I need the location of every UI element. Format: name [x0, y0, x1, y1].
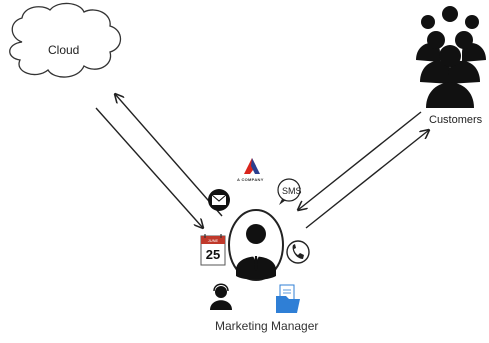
- brand-logo-icon: [244, 158, 260, 174]
- cloud-manager-arrows: [95, 94, 223, 228]
- phone-icon: [286, 240, 310, 264]
- cloud-label: Cloud: [48, 43, 80, 57]
- envelope-icon: [208, 189, 230, 211]
- headset-person-icon: [210, 283, 232, 310]
- cloud-shape: [9, 2, 122, 78]
- manager-avatar: [228, 209, 284, 281]
- calendar-day: 25: [205, 247, 221, 262]
- customers-label: Customers: [429, 114, 483, 126]
- sms-bubble-icon: [277, 178, 301, 205]
- calendar-icon: [200, 234, 226, 266]
- customers-manager-arrows: [298, 111, 429, 229]
- brand-logo-text: A COMPANY: [237, 177, 264, 182]
- sms-text: SMS: [282, 186, 302, 196]
- customers-group-icon: [416, 6, 486, 108]
- calendar-month: JUNE: [207, 238, 219, 243]
- marketing-manager-label: Marketing Manager: [215, 319, 319, 333]
- folder-icon: [276, 284, 300, 313]
